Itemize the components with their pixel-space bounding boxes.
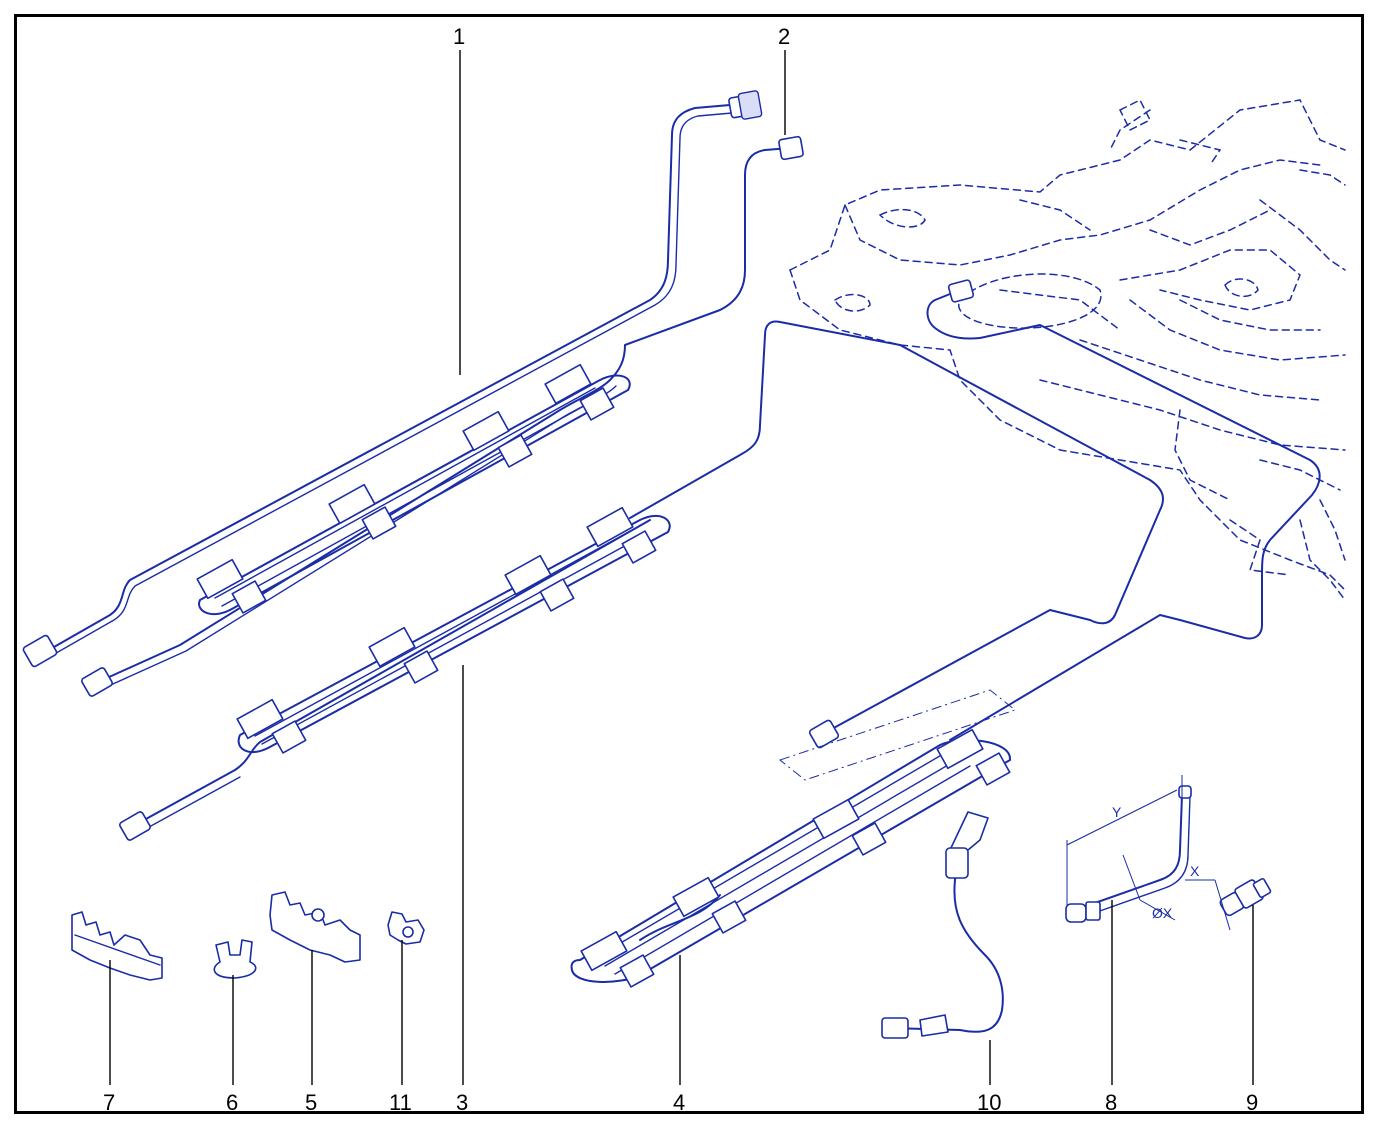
leader-lines	[109, 50, 1254, 1085]
callout-6: 6	[226, 1090, 238, 1115]
callout-5: 5	[305, 1090, 317, 1115]
callout-1: 1	[453, 24, 465, 49]
callout-9: 9	[1246, 1090, 1258, 1115]
clip-7	[71, 911, 163, 981]
fitting-9: X	[1185, 863, 1272, 931]
fuel-pipe-assembly-4	[570, 728, 1012, 988]
callout-labels: 1 2 3 4 5 6 7 8 9 10 11	[103, 24, 1258, 1115]
fuel-pipe-assembly-3	[119, 320, 901, 841]
pipe-8-with-dimensions: Y ØX	[1065, 775, 1192, 923]
dimension-diameter-label: ØX	[1152, 905, 1173, 921]
dimension-y-label: Y	[1112, 804, 1122, 820]
clip-6	[213, 939, 257, 979]
callout-4: 4	[673, 1090, 685, 1115]
callout-7: 7	[103, 1090, 115, 1115]
dimension-x-label: X	[1190, 863, 1200, 879]
callout-11: 11	[389, 1090, 412, 1115]
clip-11	[387, 911, 425, 945]
callout-3: 3	[456, 1090, 468, 1115]
callout-2: 2	[778, 24, 790, 49]
sensor-harness-10	[881, 811, 1004, 1039]
clip-5	[269, 891, 361, 963]
callout-8: 8	[1105, 1090, 1117, 1115]
fuel-pipe-assembly-1-2	[22, 90, 804, 697]
callout-10: 10	[977, 1090, 1001, 1115]
routing-pipes	[778, 279, 1321, 781]
fuel-tank-outline	[789, 98, 1346, 601]
